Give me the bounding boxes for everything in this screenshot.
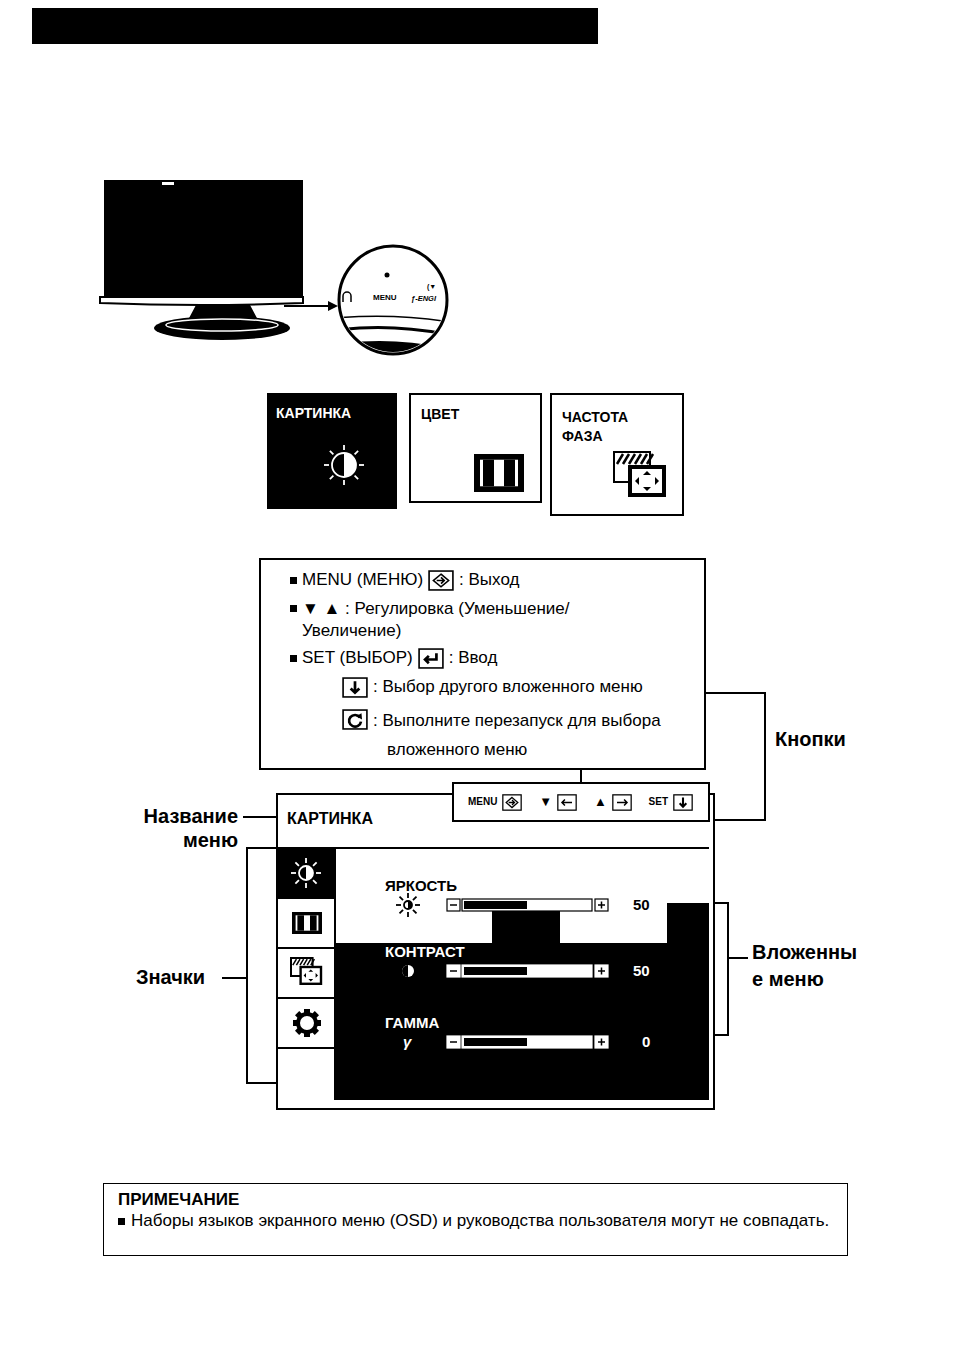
node-title: ЦВЕТ <box>421 405 459 424</box>
legend-text: SET (ВЫБОР) <box>302 647 413 669</box>
strip-label: SET <box>649 796 668 808</box>
strip-label: ▲ <box>594 795 607 809</box>
osd-menu-frame: MENU▼▲SETКАРТИНКАЯРКОСТЬ50КОНТРАСТ50ГАММ… <box>276 793 715 1110</box>
label: 50 <box>633 962 650 980</box>
strip-label: ▼ <box>539 795 552 809</box>
button-icon <box>557 794 577 811</box>
button-icon <box>342 677 368 698</box>
menu-icon <box>314 433 374 503</box>
label: ЯРКОСТЬ <box>385 877 457 895</box>
button-icon-svg <box>673 794 693 811</box>
legend-text: MENU (МЕНЮ) <box>302 569 423 591</box>
label: Значки <box>136 965 205 989</box>
monitor-drawing <box>100 180 338 340</box>
button-icon <box>502 794 522 811</box>
button-icon-svg <box>418 648 444 669</box>
button-icon <box>342 709 368 730</box>
legend-text: : Выбор другого вложенного меню <box>373 676 643 698</box>
bullet <box>290 577 297 584</box>
menu-icon-svg <box>612 450 676 506</box>
menu-icon <box>612 450 676 510</box>
bullet <box>290 605 297 612</box>
label: Вложенны е меню <box>752 939 857 993</box>
bullet <box>118 1218 125 1225</box>
button-icon <box>673 794 693 811</box>
legend-row: : Выполните перезапуск для выбора вложен… <box>337 706 679 764</box>
strip-item: ▲ <box>594 794 637 811</box>
strip-label: MENU <box>468 796 497 808</box>
strip-item: ▼ <box>539 794 582 811</box>
node-title: КАРТИНКА <box>276 404 351 423</box>
legend-row: : Выбор другого вложенного меню <box>337 676 643 698</box>
node-title: ПРИМЕЧАНИЕ <box>118 1189 239 1210</box>
legend-text: : Ввод <box>449 647 498 669</box>
node-text: Наборы языков экранного меню (OSD) и рук… <box>131 1211 831 1231</box>
button-legend-box: MENU (МЕНЮ) : Выход ▼ ▲ : Регулировка (Уме… <box>259 558 706 770</box>
label: Название меню <box>144 804 238 852</box>
label: γ <box>403 1033 411 1051</box>
button-icon-svg <box>428 570 454 591</box>
menu-icon-svg <box>472 452 526 494</box>
menu-tab: ЧАСТОТА ФАЗА <box>550 393 684 516</box>
label: MENU <box>373 293 397 303</box>
label: Кнопки <box>775 727 846 751</box>
connector <box>581 770 582 782</box>
button-icon <box>418 648 444 669</box>
menu-icon-svg <box>314 433 374 499</box>
button-icon-svg <box>342 709 368 730</box>
button-icon <box>612 794 632 811</box>
label: 50 <box>633 896 650 914</box>
label: ГАММА <box>385 1014 439 1032</box>
button-icon <box>428 570 454 591</box>
button-icon-svg <box>557 794 577 811</box>
bullet <box>290 655 297 662</box>
menu-tab: ЦВЕТ <box>409 393 542 503</box>
legend-row: ▼ ▲ : Регулировка (Уменьшение/Увеличение… <box>290 598 602 642</box>
label: 0 <box>642 1033 650 1051</box>
label: ƒ-ENGI <box>411 294 436 303</box>
button-icon-svg <box>612 794 632 811</box>
strip-item: SET <box>649 794 698 811</box>
osd-submenu-drawing <box>278 795 709 1104</box>
legend-text: ▼ ▲ : Регулировка (Уменьшение/Увеличение… <box>302 598 602 642</box>
label: КОНТРАСТ <box>385 943 465 961</box>
button-strip: MENU ▼ ▲ SET <box>452 782 710 822</box>
legend-text: : Выход <box>459 569 519 591</box>
legend-row: SET (ВЫБОР) : Ввод <box>290 647 497 669</box>
node-title: ЧАСТОТА ФАЗА <box>562 408 628 446</box>
legend-text: : Выполните перезапуск для выбора вложен… <box>373 706 679 764</box>
osd-submenu-drawing-svg <box>278 795 709 1100</box>
button-icon-svg <box>502 794 522 811</box>
strip-item: MENU <box>468 794 527 811</box>
node-title: КАРТИНКА <box>287 809 373 829</box>
header-bar <box>32 8 598 44</box>
note-box: ПРИМЕЧАНИЕНаборы языков экранного меню (… <box>103 1183 848 1256</box>
label: (▼ <box>427 283 436 291</box>
menu-icon <box>472 452 526 498</box>
legend-row: MENU (МЕНЮ) : Выход <box>290 569 519 591</box>
menu-tab: КАРТИНКА <box>267 393 397 509</box>
zoom-circle <box>336 246 450 360</box>
button-icon-svg <box>342 677 368 698</box>
